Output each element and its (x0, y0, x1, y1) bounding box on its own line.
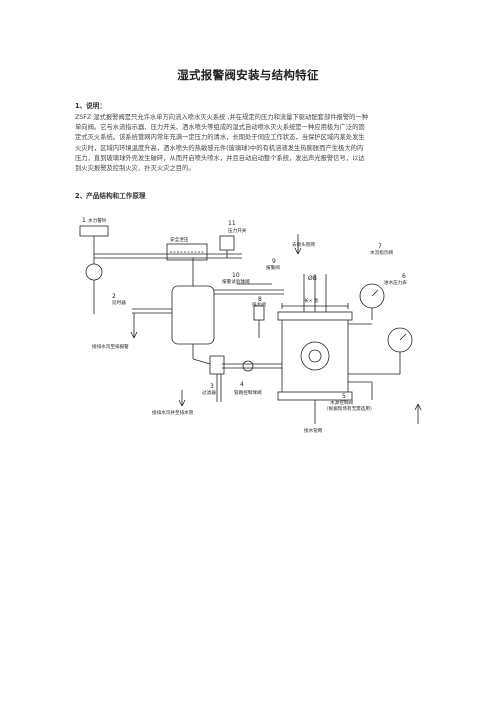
valve-clapper (300, 341, 330, 371)
paragraph-line: 单向阀。它与水流指示器、压力开关、洒水喷头等组成的湿式自动喷水灭火系统是一种应用… (75, 124, 365, 132)
label-ball-valve: 管路控制球阀 (234, 389, 262, 396)
callout-2: 2 (112, 293, 116, 300)
paragraph-line: ZSFZ 湿式报警阀是只允许水单方向流入喷水灭火系统 ,并在规定的压力和流量下驱… (75, 114, 369, 121)
label-source-valve: 水源控制阀 (330, 399, 353, 406)
section-heading-structure: 2、产品结构和工作原理 (75, 192, 146, 200)
description-paragraph: ZSFZ 湿式报警阀是只允许水单方向流入喷水灭火系统 ,并在规定的压力和流量下驱… (75, 113, 426, 174)
alarm-valve-body (281, 317, 349, 395)
drain-valve (253, 305, 265, 321)
label-test-valve: 报警试验球阀 (222, 278, 250, 285)
callout-11: 11 (228, 220, 236, 227)
alarm-valve-diagram: 1 水力警铃 11 压力开关 安全泄压 2 延时器 接排水沟至排报警 10 报警… (79, 217, 422, 434)
paragraph-line: 定式灭火系统。该系统管网内常年充满一定压力的清水，长期处于伺应工作状态，当保护区… (75, 134, 365, 142)
ball-valve (242, 360, 254, 372)
label-alarm-bell: 水力警铃 (88, 217, 107, 224)
callout-8: 8 (258, 296, 262, 303)
label-safety-relief: 安全泄压 (170, 236, 189, 243)
label-pressure-switch: 压力开关 (228, 227, 247, 234)
retard-chamber (171, 285, 215, 345)
label-dimension: 长× 宽 (304, 297, 319, 304)
callout-9: 9 (272, 258, 276, 265)
callout-1: 1 (82, 217, 86, 224)
callout-3: 3 (210, 383, 214, 390)
label-to-sprinklers: 去喷头管网 (292, 241, 315, 248)
alarm-bell-box (79, 225, 109, 237)
label-flow-indicator: 水流指示阀 (370, 249, 393, 256)
label-inlet-main: 接水管网 (304, 427, 323, 434)
label-drain-valve: 排水阀 (252, 301, 266, 308)
callout-4: 4 (240, 381, 244, 388)
label-retard: 延时器 (112, 299, 126, 306)
alarm-bell-wheel (85, 263, 103, 281)
callout-7: 7 (378, 243, 382, 250)
callout-6: 6 (402, 273, 406, 280)
relief-tank (166, 243, 208, 261)
filter (209, 355, 225, 375)
pressure-switch (219, 235, 235, 251)
label-drain-left: 接排水沟至排报警 (92, 343, 129, 350)
label-diameter: ØB (308, 275, 317, 282)
callout-5: 5 (342, 393, 346, 400)
paragraph-line: 到火灾报警及控制火灾、扑灭火灾之目的。 (75, 165, 195, 173)
label-filter: 过滤器 (202, 389, 216, 396)
label-inlet-gauge: 进水压力表 (384, 279, 407, 286)
paragraph-line: 火灾时，区域内环境温度升高，洒水喷头的热敏感元件(玻璃球)中的有机溶液发生热膨胀… (75, 144, 364, 152)
paragraph-line: 压力，直到玻璃球外壳发生破碎，从而开启喷头喷水，并且自动启动整个系统，发出声光报… (75, 154, 365, 162)
label-source-valve-note: （根据现场有无需选用） (324, 405, 375, 412)
section-heading-description: 1、说明： (75, 102, 106, 110)
label-alarm-valve: 报警阀 (266, 264, 280, 271)
page-title: 湿式报警阀安装与结构特征 (177, 68, 319, 82)
label-drain-bottom: 接排水沟并至排水管 (152, 409, 194, 416)
callout-10: 10 (232, 272, 240, 279)
